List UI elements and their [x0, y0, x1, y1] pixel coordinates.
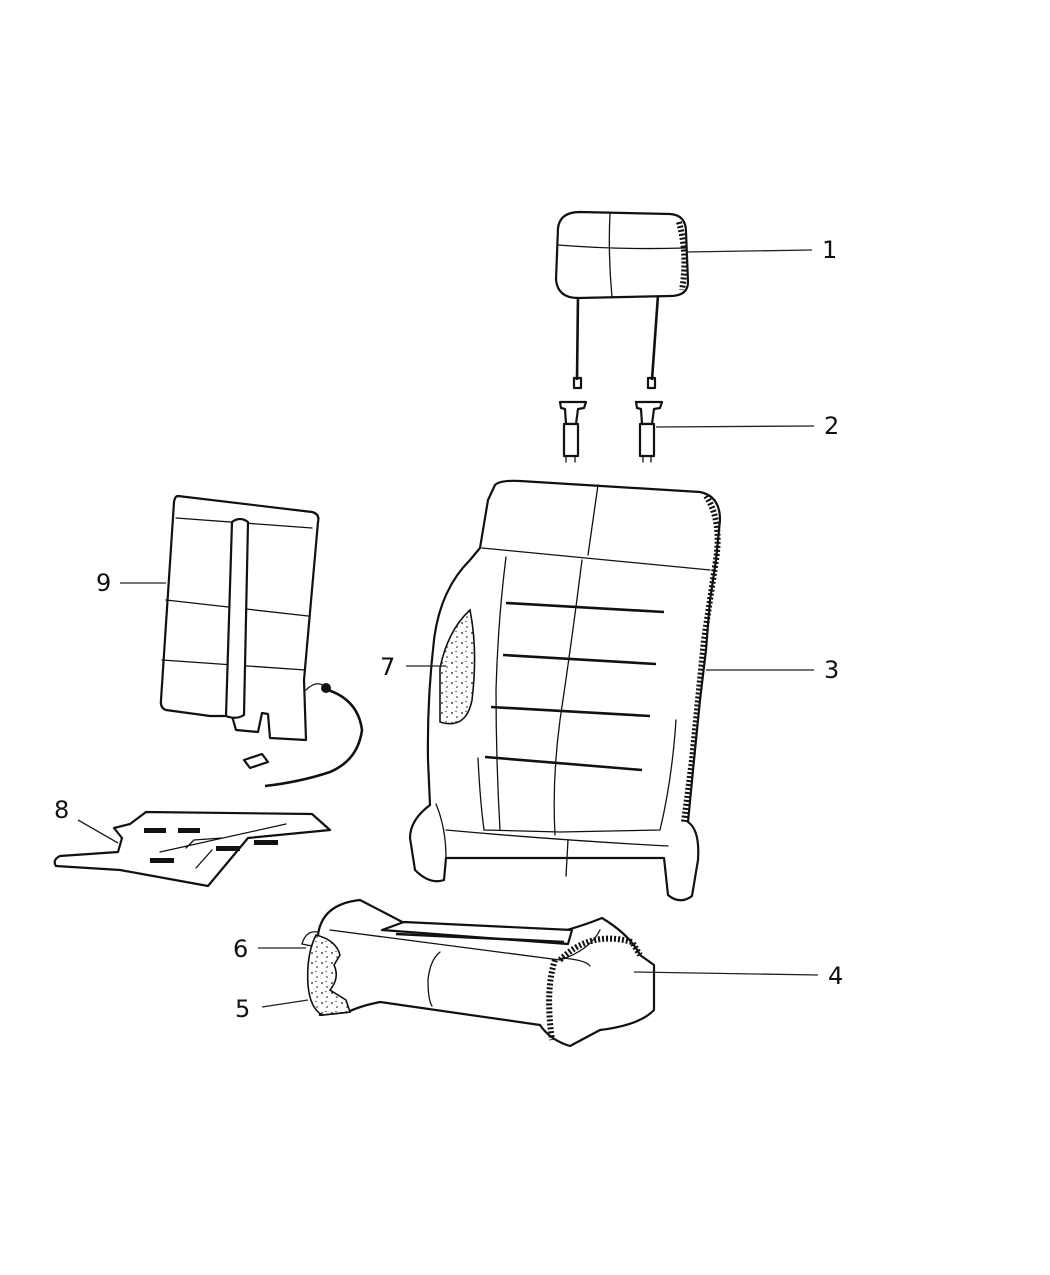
leader-line-2: [655, 425, 815, 428]
callout-labels: 1 2 3 4 5 6 7 8 9: [54, 236, 843, 1023]
callout-label-3: 3: [824, 656, 839, 684]
cushion-foam-pad-icon: [301, 931, 319, 947]
headrest-guide-icon: [558, 400, 664, 463]
callout-label-7: 7: [380, 653, 395, 681]
callout-label-1: 1: [822, 236, 837, 264]
leader-line-8: [77, 819, 119, 844]
seat-back-foam-icon: [439, 608, 476, 725]
seat-back-cover-icon: [408, 479, 722, 902]
callout-label-2: 2: [824, 412, 839, 440]
callout-label-9: 9: [96, 569, 111, 597]
seat-back-heater-element-icon: [159, 494, 364, 788]
headrest-icon: [554, 210, 690, 390]
leader-line-5: [261, 999, 309, 1008]
callout-label-8: 8: [54, 796, 69, 824]
callout-label-5: 5: [235, 995, 250, 1023]
leader-line-4: [633, 971, 819, 976]
cushion-heater-element-icon: [53, 810, 332, 888]
cushion-foam-icon: [306, 934, 352, 1016]
callout-label-6: 6: [233, 935, 248, 963]
callout-label-4: 4: [828, 962, 843, 990]
seat-cushion-cover-icon: [316, 898, 656, 1048]
leader-line-1: [685, 249, 813, 253]
leader-lines: [77, 249, 819, 1008]
